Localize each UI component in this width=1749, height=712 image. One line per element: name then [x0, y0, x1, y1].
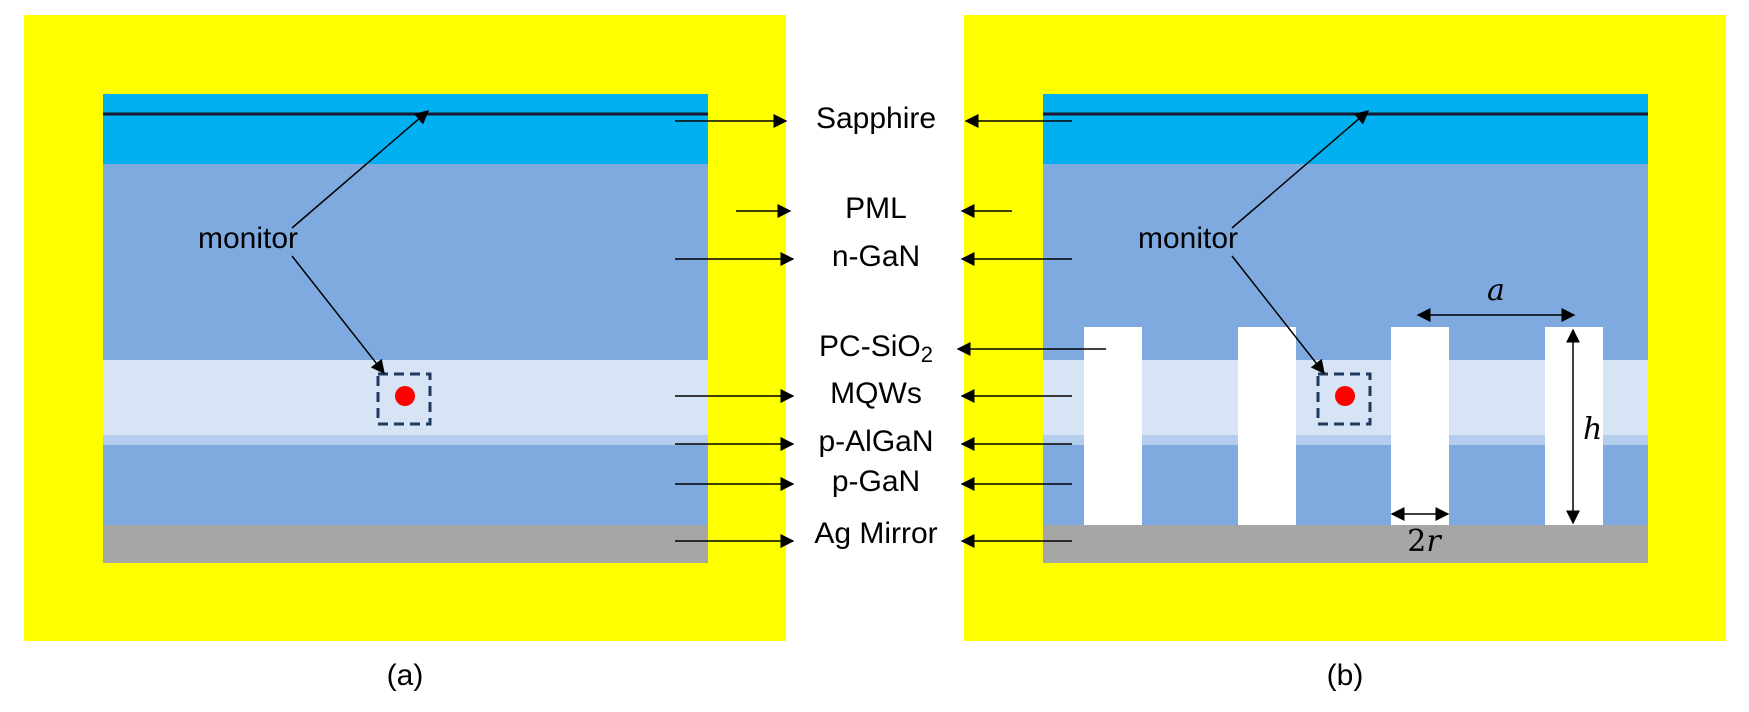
- panel-a-ag-mirror-layer: [103, 525, 708, 563]
- panel-b: [964, 15, 1726, 641]
- panel-a-monitor-arrow-top: [291, 110, 430, 229]
- panel-a-ngan-layer: [103, 164, 708, 360]
- left-leader-arrows: [675, 114, 795, 548]
- panel-b-monitor-box: [1316, 372, 1372, 426]
- panel-b-ag-mirror-layer: [1043, 525, 1648, 563]
- panel-a-palgan-layer: [103, 435, 708, 445]
- photonic-crystal-pillar: [1238, 327, 1296, 525]
- right-leader-arrows: [956, 114, 1106, 548]
- panel-a-source-dot: [395, 386, 415, 406]
- panel-a-sapphire-layer: [103, 94, 708, 164]
- panel-b-sapphire-layer: [1043, 94, 1648, 164]
- panel-a-monitor-arrow-bottom: [291, 255, 385, 375]
- panel-a-pgan-layer: [103, 445, 708, 525]
- photonic-crystal-pillar: [1391, 327, 1449, 525]
- panel-b-palgan-layer: [1043, 435, 1648, 445]
- panel-b-monitor-arrow-bottom: [1231, 255, 1325, 375]
- photonic-crystal-pillar: [1545, 327, 1603, 525]
- photonic-crystal-pillar: [1084, 327, 1142, 525]
- panel-a: [24, 15, 786, 641]
- panel-b-source-dot: [1335, 386, 1355, 406]
- panel-b-monitor-arrow-top: [1231, 110, 1370, 229]
- panel-a-monitor-box: [376, 372, 432, 426]
